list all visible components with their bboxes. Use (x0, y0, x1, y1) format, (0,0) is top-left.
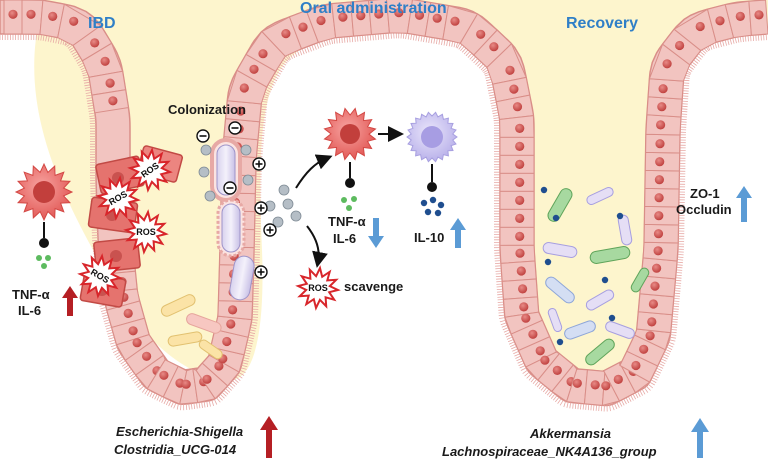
bacterium (585, 338, 615, 366)
metabolite-dot (608, 314, 616, 322)
bacterium (585, 289, 615, 311)
nanoparticle (278, 184, 290, 196)
bacterium (547, 188, 573, 222)
up-arrow-rec-bacteria (691, 418, 709, 458)
ibd-pathogenic-bacteria (160, 294, 223, 360)
negative-charge (196, 129, 210, 143)
il10-label: IL-10 (414, 230, 445, 245)
nanoparticle (204, 190, 216, 202)
nanoparticles (198, 144, 302, 228)
ros-burst: ROS (295, 265, 341, 311)
positive-charge (252, 157, 266, 171)
up-arrow-ibd-bacteria (260, 416, 278, 458)
ibd-bacteria-2: Clostridia_UCG-014 (114, 442, 237, 457)
ros-burst: ROS (127, 147, 173, 193)
nanoparticle (200, 144, 212, 156)
down-arrow-tnf-mid (368, 218, 384, 248)
bacterium (589, 246, 631, 264)
bacterium (564, 320, 596, 340)
nanoparticle (282, 198, 294, 210)
positive-charge (254, 201, 268, 215)
occludin-label: Occludin (676, 202, 732, 217)
nanoparticle (290, 210, 302, 222)
scavenge-label: scavenge (344, 279, 404, 294)
metabolite-dot (601, 276, 609, 284)
up-arrow-il10 (450, 218, 466, 248)
recovery-bacteria-2: Lachnospiraceae_NK4A136_group (442, 444, 657, 459)
recovery-beneficial-bacteria (540, 186, 650, 366)
charge-symbols (196, 121, 277, 279)
section-title-oral: Oral administration (300, 0, 447, 17)
up-arrow-tnf-left (62, 286, 78, 316)
il6-label-mid: IL-6 (333, 231, 357, 246)
lumen-glow (0, 0, 768, 390)
tnf-label-left: TNF-α (12, 287, 50, 302)
bacterium (547, 307, 563, 333)
up-arrow-zo1 (736, 186, 752, 222)
nanoparticle (242, 174, 254, 186)
probiotic-capsule (210, 138, 255, 301)
colonization-label: Colonization (168, 102, 246, 117)
ros-burst: ROS (77, 253, 123, 299)
bacterium (630, 267, 650, 293)
negative-charge (228, 121, 242, 135)
negative-charge (223, 181, 237, 195)
positive-charge (254, 265, 268, 279)
m1-macrophage-mid (323, 107, 377, 211)
section-title-ibd: IBD (88, 15, 116, 32)
bacterium (586, 186, 614, 206)
bacterium (542, 242, 578, 258)
ros-label: ROS (308, 283, 328, 293)
bacterium (545, 276, 575, 304)
tnf-label-mid: TNF-α (328, 214, 366, 229)
bacterium (605, 321, 635, 339)
nanoparticle (198, 166, 210, 178)
ros-label: ROS (136, 227, 156, 237)
recovery-bacteria-1: Akkermansia (530, 426, 611, 441)
m2-macrophage (406, 111, 458, 217)
metabolite-dot (552, 214, 560, 222)
nanoparticle (272, 216, 284, 228)
ibd-bacteria-1: Escherichia-Shigella (116, 424, 244, 439)
change-arrows (62, 186, 752, 458)
nanoparticle (240, 144, 252, 156)
process-arrows (295, 126, 404, 268)
positive-charge (263, 223, 277, 237)
ros-burst: ROS (95, 175, 141, 221)
ros-burst: ROS (123, 209, 169, 255)
metabolite-dot (544, 258, 552, 266)
il6-label-left: IL-6 (18, 303, 42, 318)
section-title-recovery: Recovery (566, 15, 639, 32)
metabolite-dot (556, 338, 564, 346)
m1-macrophage-left (14, 162, 74, 269)
metabolite-dot (616, 212, 624, 220)
zo1-label: ZO-1 (690, 186, 720, 201)
metabolite-dot (540, 186, 548, 194)
